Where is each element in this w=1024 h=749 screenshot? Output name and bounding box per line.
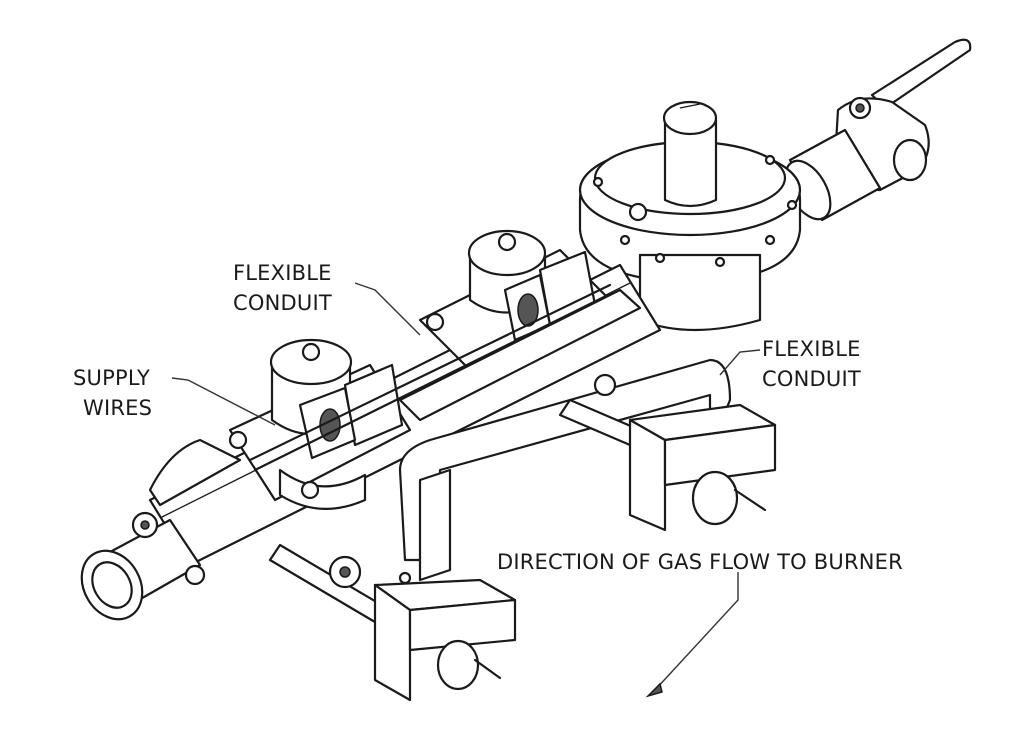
label-line-1: FLEXIBLE [762,337,861,361]
leader-lines [171,282,761,698]
label-line-1: FLEXIBLE [233,261,332,285]
upper-solenoid-valve [418,229,612,372]
right-igniter-bracket [628,403,777,532]
label-flexible-conduit-upper: FLEXIBLE CONDUIT [233,258,332,318]
lower-igniter-bracket [373,571,517,702]
label-line-2: CONDUIT [233,291,332,315]
label-flexible-conduit-right: FLEXIBLE CONDUIT [762,334,861,394]
label-gas-flow-direction: DIRECTION OF GAS FLOW TO BURNER [497,550,903,574]
label-supply-wires: SUPPLY WIRES [73,363,152,423]
label-line-2: WIRES [83,396,153,420]
gas-pressure-regulator [578,100,802,332]
label-line-1: SUPPLY [73,366,150,390]
label-line-2: CONDUIT [762,367,861,391]
lower-ball-valve [80,438,242,621]
